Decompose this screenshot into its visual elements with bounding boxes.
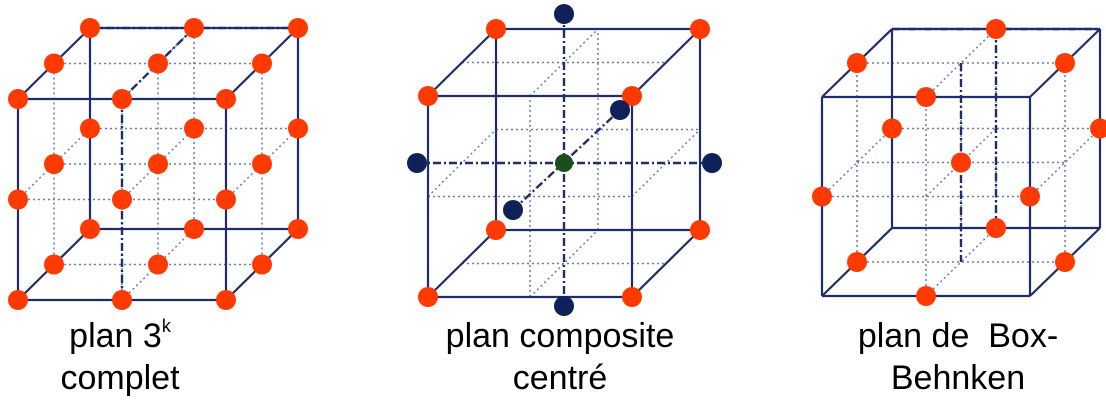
design-point — [1055, 53, 1075, 73]
cube-box-behnken-grid-line — [925, 28, 997, 98]
cube-full-factorial-points — [8, 18, 308, 310]
design-point — [148, 154, 168, 174]
design-point — [916, 286, 936, 306]
cube-central-composite-lines — [417, 14, 712, 306]
design-point — [288, 118, 308, 139]
cube-central-composite — [407, 4, 722, 316]
factorial-point — [486, 220, 506, 240]
design-point — [8, 290, 28, 310]
design-point — [847, 53, 867, 73]
factorial-point — [690, 19, 710, 39]
design-point — [44, 154, 64, 174]
cube-central-composite-edge — [631, 229, 701, 298]
cube-box-behnken-grid-line — [925, 227, 997, 297]
cube-box-behnken-grid-line — [821, 127, 893, 198]
factorial-point — [418, 86, 438, 106]
design-point — [951, 152, 971, 173]
design-point — [112, 290, 132, 310]
design-point — [184, 18, 204, 38]
caption-box-behnken-line1: plan de Box- — [857, 317, 1059, 355]
cube-central-composite-points — [407, 4, 722, 316]
cube-central-composite-edge — [427, 28, 497, 97]
design-point — [8, 89, 28, 109]
design-point — [252, 254, 272, 275]
factorial-point — [486, 19, 506, 39]
cube-central-composite-grid-line — [427, 128, 497, 198]
caption-central-composite-line2: centré — [512, 359, 608, 397]
design-point — [44, 53, 64, 74]
axial-point — [610, 100, 630, 120]
caption-full-factorial-line2: complet — [60, 359, 180, 397]
cube-box-behnken-grid-line — [925, 127, 997, 198]
cube-central-composite-grid-line — [529, 229, 599, 298]
cube-box-behnken-grid-line — [1029, 127, 1101, 198]
design-point — [216, 189, 236, 210]
design-point — [288, 18, 308, 38]
design-point — [812, 186, 832, 207]
caption-central-composite: plan composite centré — [410, 315, 710, 399]
design-point — [216, 89, 236, 109]
design-point — [882, 118, 902, 139]
cube-box-behnken — [812, 19, 1106, 306]
design-point — [252, 154, 272, 174]
cube-central-composite-edge — [631, 28, 701, 97]
axial-point — [407, 153, 427, 173]
design-point — [112, 89, 132, 109]
center-point — [555, 154, 573, 172]
caption-central-composite-line1: plan composite — [445, 317, 675, 355]
design-point — [252, 53, 272, 74]
axial-point — [554, 4, 574, 24]
design-point — [916, 87, 936, 107]
cube-central-composite-edge — [427, 229, 497, 298]
factorial-point — [622, 287, 642, 307]
factorial-point — [690, 220, 710, 240]
cube-full-factorial — [8, 18, 308, 310]
design-point — [986, 218, 1006, 238]
caption-full-factorial-line1: plan 3k — [69, 316, 171, 355]
design-point — [80, 18, 100, 38]
design-point — [184, 219, 204, 239]
design-point — [1020, 186, 1040, 207]
cube-central-composite-grid-line — [529, 28, 599, 97]
design-point — [80, 118, 100, 139]
design-point — [112, 189, 132, 210]
axial-point — [554, 296, 574, 316]
caption-box-behnken: plan de Box- Behnken — [818, 315, 1098, 399]
cube-box-behnken-points — [812, 19, 1106, 306]
caption-exponent: k — [161, 316, 171, 336]
factorial-point — [418, 287, 438, 307]
axial-point — [702, 153, 722, 173]
design-point — [986, 19, 1006, 39]
design-point — [847, 252, 867, 272]
design-point — [216, 290, 236, 310]
caption-box-behnken-line2: Behnken — [890, 359, 1026, 397]
design-point — [44, 254, 64, 275]
design-point — [1090, 118, 1106, 139]
design-point — [148, 254, 168, 275]
design-point — [184, 118, 204, 139]
design-point — [148, 53, 168, 74]
caption-full-factorial: plan 3k complet — [30, 315, 210, 399]
design-point — [288, 219, 308, 239]
axial-point — [503, 200, 523, 220]
cube-central-composite-grid-line — [631, 128, 701, 198]
design-point — [1055, 252, 1075, 272]
factorial-point — [622, 86, 642, 106]
design-point — [80, 219, 100, 239]
design-point — [8, 189, 28, 210]
